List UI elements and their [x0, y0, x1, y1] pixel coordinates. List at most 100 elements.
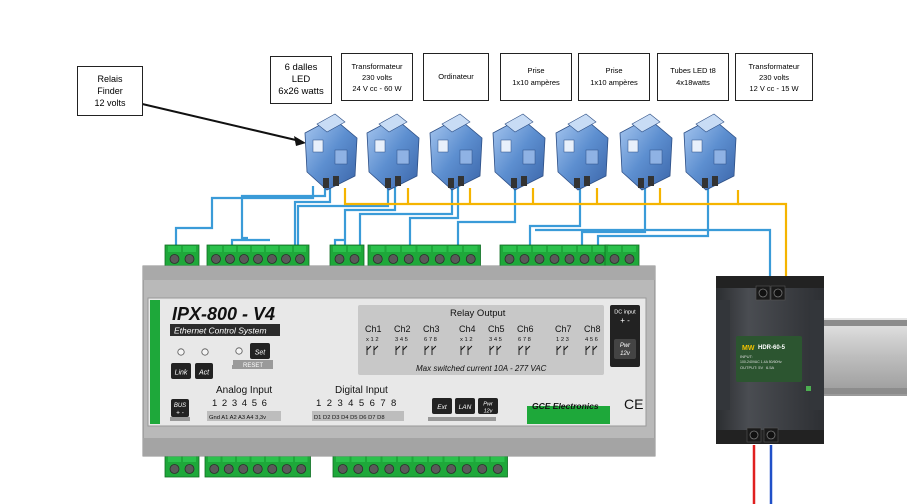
- psu-input-terminal-2: [766, 430, 776, 440]
- analog-input-title: Analog Input: [216, 385, 272, 396]
- wires: [174, 186, 788, 292]
- channel-pins: 3 4 5: [395, 337, 408, 343]
- relay-channel-2: Ch2 3 4 5: [394, 324, 411, 355]
- svg-text:BUS: BUS: [174, 403, 186, 409]
- dc-input-label: DC input: [614, 310, 636, 316]
- blue-wire-2: [174, 186, 315, 254]
- relay-channel-3: Ch3 6 7 8: [423, 324, 440, 355]
- bottom-terminal-blocks: [164, 454, 508, 478]
- analog-input-numbers: 1 2 3 4 5 6: [212, 398, 268, 409]
- psu-led: [806, 386, 811, 391]
- blue-wire-7: [408, 186, 460, 254]
- set-button[interactable]: Set: [250, 343, 270, 359]
- svg-text:Act: Act: [198, 370, 210, 377]
- callout-dalles-led: 6 dalles LED 6x26 watts: [270, 56, 332, 104]
- brand-label: GCE Electronics: [532, 401, 599, 411]
- ce-mark: CE: [624, 396, 643, 412]
- callout-prise-2: Prise 1x10 ampères: [578, 53, 650, 101]
- relay-1: [304, 113, 358, 191]
- psu-label-plate: [736, 336, 802, 382]
- yellow-wire-7: [738, 202, 788, 292]
- digital-input-title: Digital Input: [335, 385, 388, 396]
- svg-text:+ -: + -: [176, 410, 184, 417]
- brand-green-bar: [527, 406, 610, 424]
- channel-label: Ch7: [555, 324, 572, 334]
- relays: [304, 113, 737, 191]
- channel-pins: 4 5 6: [585, 337, 598, 343]
- relais-pointer-line: [137, 102, 301, 142]
- blue-wire-6: [358, 186, 454, 254]
- channel-pins: 6 7 8: [424, 337, 437, 343]
- status-led-3: [235, 347, 243, 355]
- callout-transformateur-24v: Transformateur 230 volts 24 V cc - 60 W: [341, 53, 413, 101]
- blue-wire-9: [528, 186, 582, 254]
- channel-label: Ch5: [488, 324, 505, 334]
- status-led-1: [177, 348, 185, 356]
- blue-wire-4: [296, 186, 390, 254]
- blue-wire-1: [240, 186, 327, 240]
- relay-output-panel: [358, 305, 604, 375]
- relay-output-title: Relay Output: [450, 308, 506, 319]
- channel-label: Ch8: [584, 324, 601, 334]
- module-subtitle: Ethernet Control System: [174, 326, 267, 336]
- psu-input-value: 100-240VAC 1.4A 50/60Hz: [740, 360, 782, 364]
- ipx800-module: [142, 265, 656, 457]
- ext-button[interactable]: Ext: [432, 398, 452, 414]
- relay-5: [555, 113, 609, 191]
- blue-wire-11: [596, 186, 710, 254]
- relais-pointer-arrow: [294, 136, 306, 146]
- bus-button[interactable]: BUS + -: [171, 399, 189, 417]
- max-switched-label: Max switched current 10A - 277 VAC: [416, 364, 547, 373]
- svg-text:Link: Link: [175, 370, 188, 377]
- relay-channel-8: Ch8 4 5 6: [584, 324, 601, 355]
- relay-6: [619, 113, 673, 191]
- channel-pins: x 1 2: [460, 337, 473, 343]
- channel-label: Ch2: [394, 324, 411, 334]
- blue-wire-10: [580, 186, 647, 254]
- lan-button[interactable]: LAN: [455, 398, 475, 414]
- act-button[interactable]: Act: [195, 363, 213, 379]
- channel-label: Ch3: [423, 324, 440, 334]
- psu-output-terminal-2: [773, 288, 783, 298]
- dc-input-pm: + -: [620, 316, 630, 325]
- pwr-voltage: 12v: [620, 351, 631, 357]
- callout-ordinateur: Ordinateur: [423, 53, 489, 101]
- power-supply: [716, 276, 824, 444]
- channel-label: Ch1: [365, 324, 382, 334]
- link-button[interactable]: Link: [171, 363, 191, 379]
- psu-brand: MW: [742, 345, 755, 352]
- relay-channel-4: Ch4 x 1 2: [459, 324, 476, 355]
- relay-2: [366, 113, 420, 191]
- module-title: IPX-800 - V4: [172, 304, 275, 324]
- callout-transformateur-12v: Transformateur 230 volts 12 V cc - 15 W: [735, 53, 813, 101]
- channel-label: Ch6: [517, 324, 534, 334]
- psu-input: INPUT:: [740, 354, 753, 359]
- status-leds: [177, 347, 243, 356]
- module-green-strip: [150, 300, 160, 424]
- channel-label: Ch4: [459, 324, 476, 334]
- svg-text:LAN: LAN: [459, 404, 472, 411]
- analog-input-pins: Gnd A1 A2 A3 A4 3,3v: [209, 415, 266, 421]
- blue-wire-5: [343, 186, 397, 254]
- psu-input-terminal-1: [749, 430, 759, 440]
- status-led-2: [201, 348, 209, 356]
- callout-relais-finder: Relais Finder 12 volts: [77, 66, 143, 116]
- top-terminal-blocks: [164, 244, 640, 268]
- relay-channel-7: Ch7 1 2 3: [555, 324, 572, 355]
- channel-pins: 3 4 5: [489, 337, 502, 343]
- callout-prise-1: Prise 1x10 ampères: [500, 53, 572, 101]
- pwr-label: Pwr: [620, 343, 631, 349]
- channel-pins: 1 2 3: [556, 337, 569, 343]
- blue-wire-14: [535, 228, 772, 292]
- channel-pins: 6 7 8: [518, 337, 531, 343]
- relay-channel-5: Ch5 3 4 5: [488, 324, 505, 355]
- reset-label: RESET: [243, 363, 263, 369]
- pwr-button[interactable]: Pwr 12v: [478, 398, 498, 415]
- callout-tubes-led: Tubes LED t8 4x18watts: [657, 53, 729, 101]
- svg-text:Pwr: Pwr: [483, 402, 494, 408]
- psu-output: OUTPUT: 5V: [740, 365, 763, 370]
- yellow-wire-1: [343, 188, 740, 206]
